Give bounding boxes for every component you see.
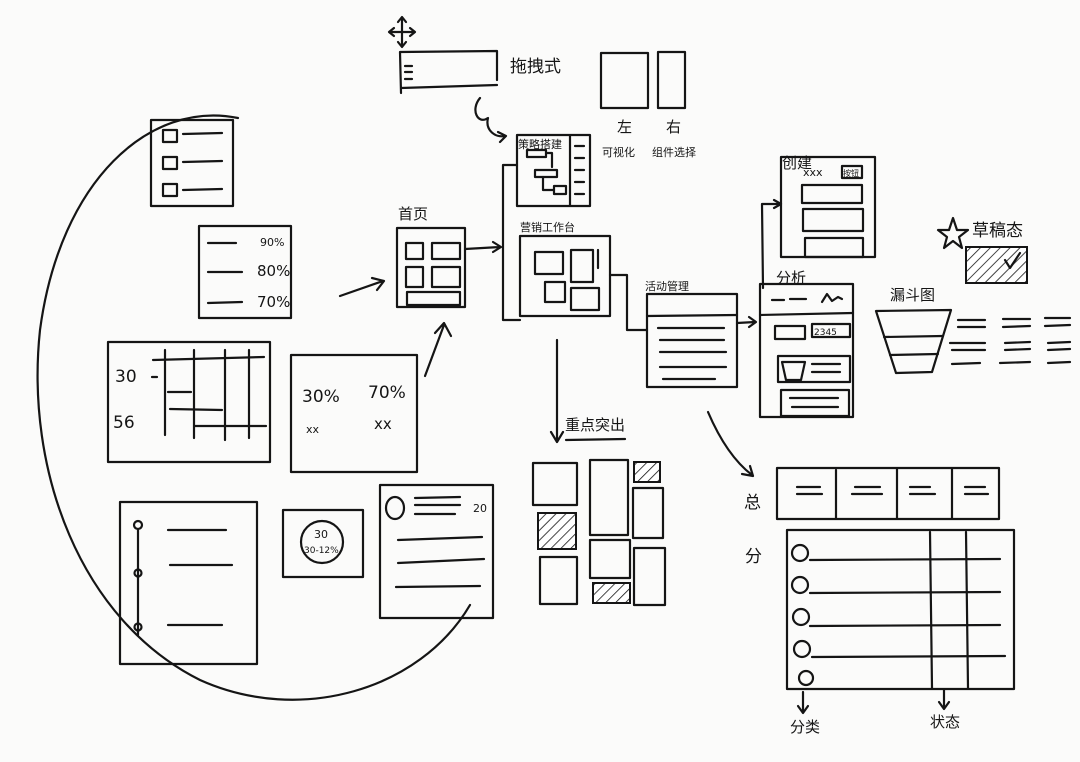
stats-value: 30% [302,387,340,407]
arrow [706,410,755,478]
category-label: 分类 [790,718,820,736]
analysis-label: 分析 [776,269,806,287]
connector [608,273,649,332]
detail-label: 分 [745,547,762,567]
curved-arrow [474,96,508,144]
stats-card: 30% 70% xx xx [289,353,419,474]
timeline-card [118,500,259,666]
draggable-bar-wireframe[interactable] [398,49,499,95]
arrow [463,240,503,254]
marketing-workbench-wireframe[interactable] [518,234,612,318]
left-desc: 可视化 [602,145,635,159]
stats-label: xx [374,415,392,433]
right-label: 右 [666,118,681,136]
move-icon [387,15,417,49]
arrow [549,338,565,444]
right-component-box [656,50,687,110]
funnel-chart-wireframe [874,308,953,375]
circle-kpi-card: 30 30-12% [281,508,365,579]
stats-value: 70% [368,383,406,403]
highlight-label: 重点突出 [565,416,625,434]
star-icon [936,216,970,250]
create-label: 创建 [782,154,812,172]
home-label: 首页 [398,205,428,223]
arrow [796,690,810,715]
draft-state-box [965,246,1028,284]
highlight-grid-wireframe [531,458,667,607]
percent-value: 80% [257,262,290,280]
arrow [937,688,951,711]
arrow [735,315,758,329]
detail-table-wireframe[interactable] [785,528,1016,691]
activity-label: 活动管理 [645,279,689,293]
list-count: 20 [473,502,487,515]
circle-value: 30 [314,528,328,541]
circle-change: 30-12% [304,546,339,556]
grouping-loop [36,114,472,701]
gantt-value: 56 [113,413,135,433]
create-form-wireframe[interactable]: xxx 按钮 [779,155,877,259]
workbench-label: 营销工作台 [520,220,575,234]
stats-label: xx [306,423,320,436]
funnel-legend-lines [948,316,1072,366]
draft-label: 草稿态 [972,221,1023,241]
left-visual-box [599,51,650,110]
bracket-connector [501,163,522,322]
create-button[interactable]: 按钮 [843,168,859,178]
right-desc: 组件选择 [652,145,696,159]
percent-value: 90% [260,236,284,249]
arrow [338,276,386,298]
arrow [423,321,453,378]
summary-bar-wireframe [775,466,1001,521]
total-label: 总 [744,493,761,513]
strategy-label: 策略搭建 [518,137,562,151]
activity-management-wireframe[interactable] [645,292,739,389]
percent-card: 90% 80% 70% [197,224,293,320]
strategy-builder-wireframe[interactable] [515,133,592,208]
percent-value: 70% [257,293,290,311]
funnel-label: 漏斗图 [890,286,935,304]
status-label: 状态 [930,713,960,731]
list-card: 20 [378,483,495,620]
left-label: 左 [617,118,632,136]
create-title: xxx [803,166,823,179]
gantt-value: 30 [115,367,137,387]
analysis-wireframe[interactable]: 2345 [758,282,855,419]
home-page-wireframe[interactable] [395,226,467,309]
drag-label: 拖拽式 [510,57,561,77]
checklist-card [149,118,235,208]
analysis-value: 2345 [814,328,837,338]
gantt-card: 30 56 [106,340,272,464]
